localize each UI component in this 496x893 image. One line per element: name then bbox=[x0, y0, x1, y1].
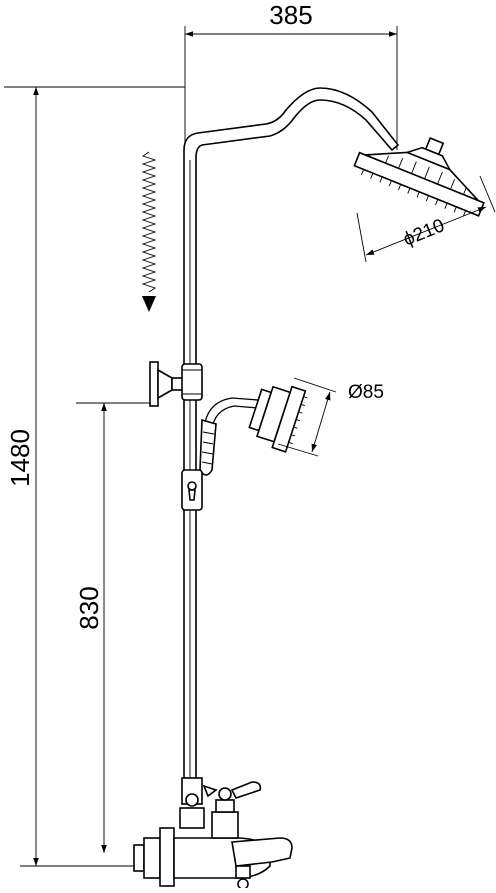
dimension-width: 385 bbox=[184, 0, 398, 150]
slider-holder bbox=[181, 363, 203, 401]
dimension-mixer-height: 830 bbox=[74, 402, 155, 853]
hook-holder bbox=[181, 469, 203, 511]
hand-shower bbox=[199, 385, 308, 476]
head-diameter-label: ϕ210 bbox=[400, 215, 447, 250]
dimension-total-height: 1480 bbox=[4, 86, 185, 867]
riser-pipe bbox=[183, 87, 400, 801]
wavy-down-arrow-icon bbox=[141, 151, 157, 312]
width-label: 385 bbox=[269, 0, 312, 30]
wall-bracket bbox=[149, 361, 185, 407]
hand-diameter-label: Ø85 bbox=[348, 382, 384, 403]
total-height-label: 1480 bbox=[5, 429, 35, 487]
bath-mixer bbox=[133, 777, 293, 890]
rain-shower-head bbox=[353, 136, 485, 217]
mixer-height-label: 830 bbox=[74, 586, 104, 629]
dimension-hand-diameter: Ø85 bbox=[277, 377, 384, 457]
